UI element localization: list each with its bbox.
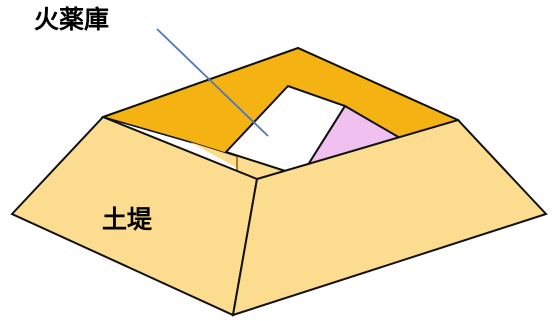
embankment-rim-edge: [102, 46, 459, 121]
embankment-label: 土堤: [102, 205, 153, 234]
magazine-leader-line: [156, 28, 269, 137]
magazine-label: 火薬庫: [34, 5, 110, 34]
embankment-right-face: [231, 118, 548, 317]
